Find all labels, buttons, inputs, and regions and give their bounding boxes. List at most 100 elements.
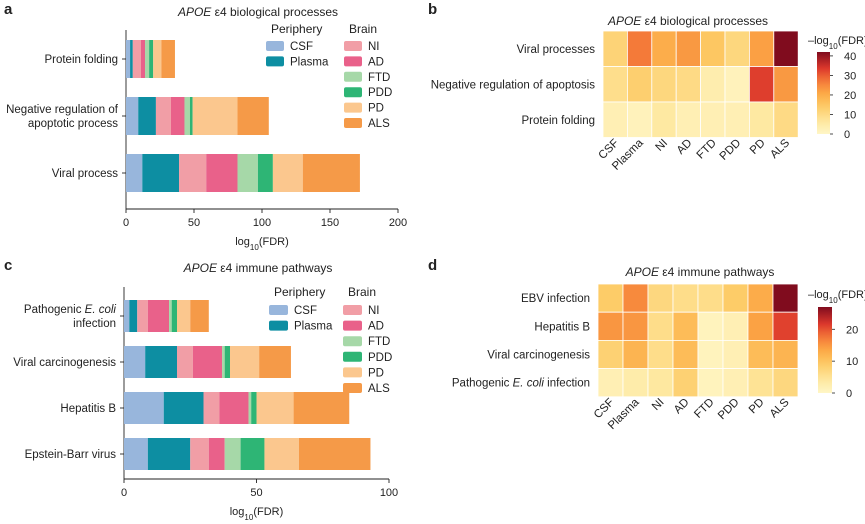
heatmap-column-label: PDD: [718, 137, 744, 163]
panel-letter-a: a: [4, 1, 13, 18]
heatmap-cell: [651, 66, 677, 103]
bar-segment-pd: [177, 300, 191, 332]
bar-segment-pdd: [240, 438, 265, 470]
heatmap-cell: [602, 30, 628, 67]
colorbar: [817, 52, 830, 134]
heatmap-cell: [651, 101, 677, 138]
bar-segment-csf: [124, 346, 146, 378]
heatmap-cell: [697, 339, 724, 369]
heatmap-cell: [622, 311, 649, 341]
heatmap-cell: [627, 101, 653, 138]
x-tick-label: 50: [188, 217, 200, 229]
legend-swatch-pd: [344, 102, 362, 113]
bar-segment-als: [293, 392, 350, 424]
colorbar-tick-label: 20: [846, 324, 858, 336]
heatmap-column-label: AD: [672, 396, 692, 416]
colorbar-tick-label: 10: [846, 356, 858, 368]
colorbar-tick-label: 0: [844, 129, 850, 141]
heatmap-cell: [722, 283, 749, 313]
category-label: Protein folding: [44, 54, 118, 66]
legend-swatch-ad: [344, 56, 362, 67]
heatmap-column-label: ALS: [768, 137, 792, 161]
legend-swatch-csf: [269, 305, 288, 315]
legend-periphery-title: Periphery: [274, 285, 325, 299]
category-label: Viral carcinogenesis: [13, 357, 116, 369]
legend-brain-title: Brain: [349, 22, 377, 36]
bar-segment-ad: [206, 154, 238, 192]
bar-segment-plasma: [129, 300, 138, 332]
heatmap-row-label: Protein folding: [521, 115, 595, 127]
heatmap-cell: [675, 101, 702, 138]
legend-swatch-plasma: [266, 56, 284, 67]
x-axis-label-a: log10(FDR): [235, 236, 289, 252]
category-label: Epstein-Barr virus: [25, 449, 117, 461]
legend-swatch-ni: [343, 305, 362, 315]
bar-segment-csf: [124, 438, 148, 470]
x-tick-label: 200: [389, 217, 407, 229]
legend-label-pd: PD: [368, 367, 384, 379]
bar-segment-ad: [147, 300, 170, 332]
colorbar-tick-label: 30: [844, 70, 856, 82]
bar-segment-als: [237, 97, 269, 135]
heatmap-cell: [647, 311, 674, 341]
bar-segment-pdd: [257, 154, 273, 192]
colorbar-label-d: –log10(FDR): [808, 289, 865, 305]
heatmap-cell: [724, 101, 750, 138]
category-label: apoptotic process: [28, 118, 118, 130]
heatmap-cell: [724, 66, 750, 103]
x-tick-label: 150: [321, 217, 339, 229]
heatmap-cell: [772, 311, 799, 341]
x-tick-label: 50: [250, 487, 262, 499]
bar-segment-pdd: [251, 392, 257, 424]
legend-label-ad: AD: [368, 56, 384, 68]
heatmap-column-label: FTD: [695, 137, 719, 161]
colorbar-tick-label: 0: [846, 388, 852, 400]
heatmap-column-label: PDD: [716, 396, 742, 422]
category-label: Viral process: [52, 168, 119, 180]
bar-segment-ni: [190, 438, 209, 470]
heatmap-cell: [773, 66, 799, 103]
heatmap-cell: [627, 66, 653, 103]
heatmap-cell: [647, 283, 674, 313]
heatmap-column-label: NI: [654, 137, 671, 154]
bar-segment-als: [190, 300, 209, 332]
legend-swatch-pdd: [343, 351, 362, 362]
legend-label-csf: CSF: [290, 41, 313, 53]
bar-segment-plasma: [163, 392, 204, 424]
bar-segment-csf: [124, 392, 164, 424]
panel-title-c: APOE ε4 immune pathways: [183, 261, 333, 275]
bar-segment-ni: [155, 97, 171, 135]
heatmap-column-label: NI: [650, 396, 667, 413]
bar-segment-ftd: [237, 154, 258, 192]
heatmap-row-label: Hepatitis B: [534, 321, 590, 333]
heatmap-row-label: EBV infection: [521, 293, 590, 305]
bar-segment-csf: [124, 300, 130, 332]
legend-label-pd: PD: [368, 103, 384, 115]
heatmap-column-label: AD: [675, 137, 695, 157]
bar-segment-ni: [132, 40, 141, 78]
bar-segment-ftd: [184, 97, 190, 135]
heatmap-cell: [722, 339, 749, 369]
x-tick-label: 100: [253, 217, 271, 229]
colorbar-tick-label: 10: [844, 109, 856, 121]
heatmap-row-label: Viral carcinogenesis: [487, 350, 590, 362]
heatmap-cell: [651, 30, 677, 67]
colorbar-tick-label: 20: [844, 90, 856, 102]
bar-segment-ad: [219, 392, 249, 424]
legend-swatch-als: [344, 118, 362, 128]
heatmap-cell: [724, 30, 750, 67]
bar-segment-plasma: [130, 40, 133, 78]
bar-segment-ad: [208, 438, 225, 470]
colorbar-tick-label: 40: [844, 51, 856, 63]
bar-segment-pdd: [224, 346, 230, 378]
heatmap-cell: [647, 368, 674, 398]
x-tick-label: 100: [380, 487, 398, 499]
legend-label-als: ALS: [368, 383, 390, 395]
bar-segment-ad: [170, 97, 185, 135]
heatmap-column-label: ALS: [768, 396, 792, 420]
heatmap-column-label: PD: [748, 137, 768, 157]
heatmap-cell: [597, 339, 624, 369]
legend-label-pdd: PDD: [368, 352, 392, 364]
heatmap-cell: [749, 66, 775, 103]
colorbar: [818, 307, 832, 393]
